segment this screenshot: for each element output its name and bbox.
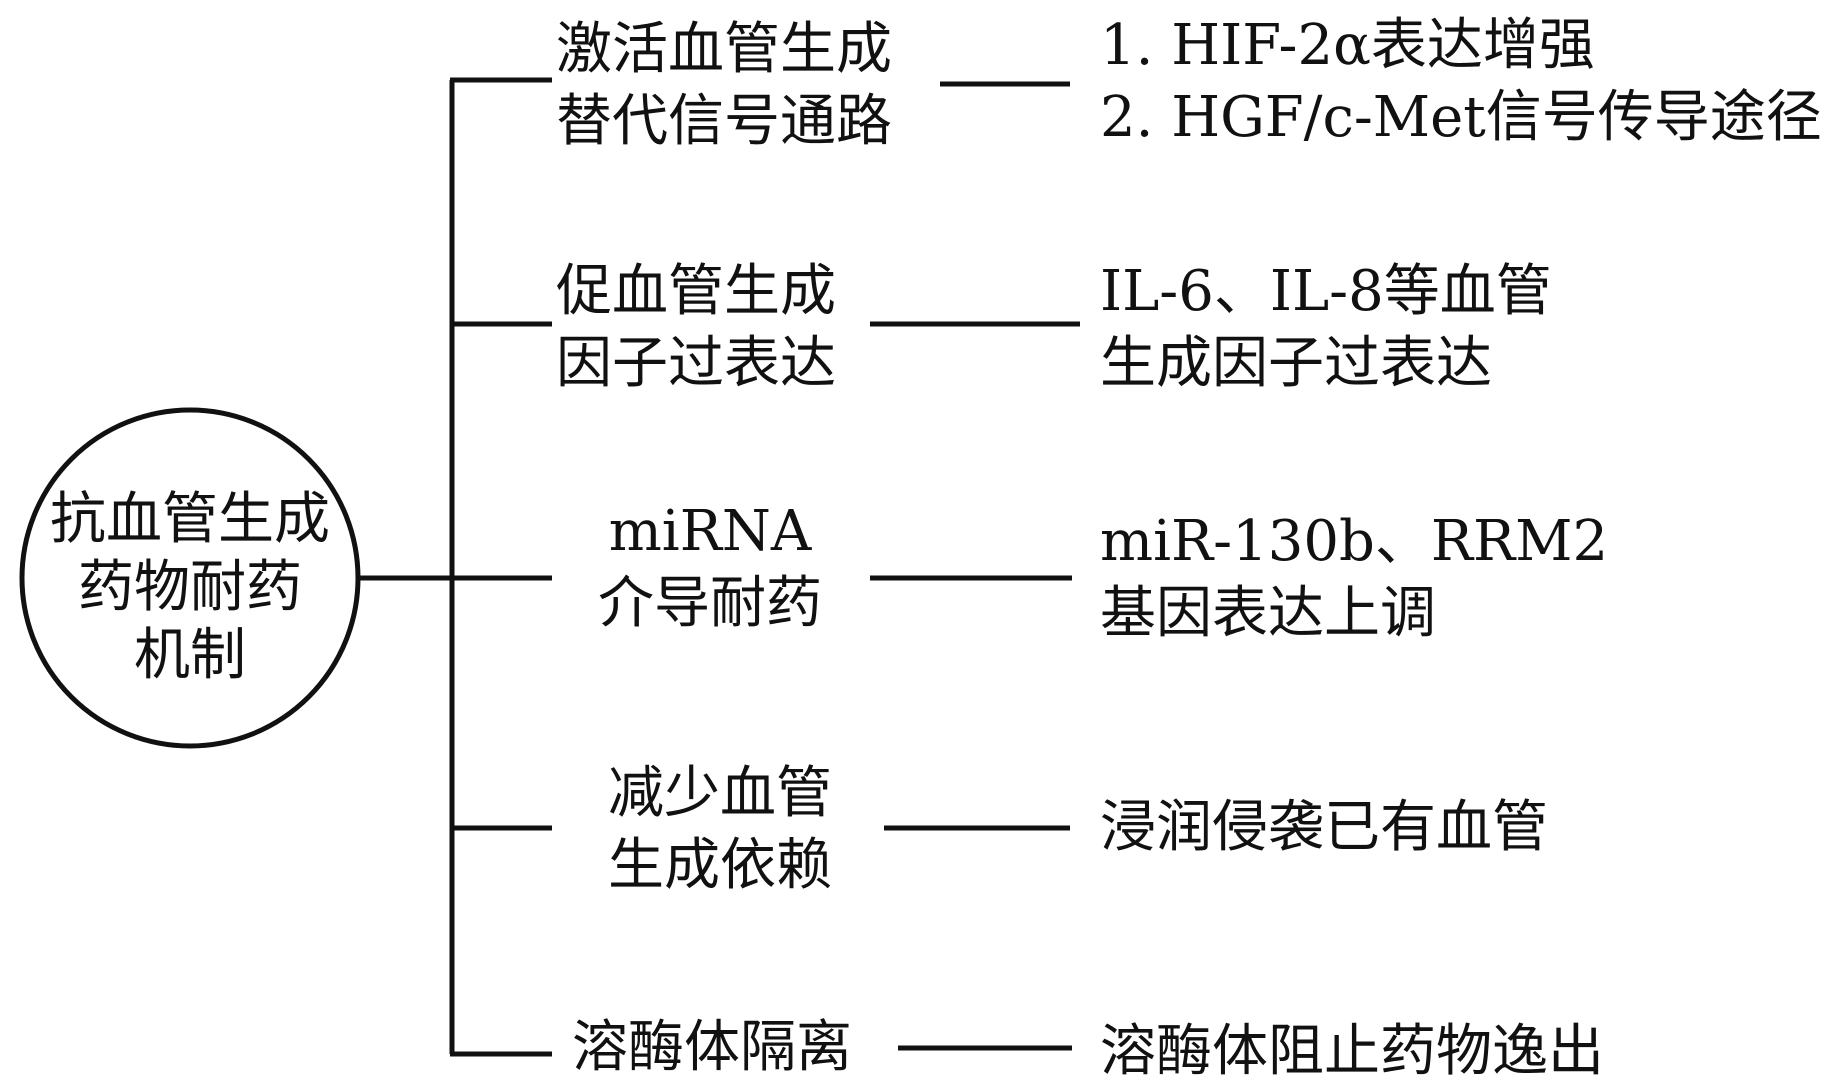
mechanism-node-3: miRNA 介导耐药 (560, 496, 860, 640)
detail-1-line-1: 1. HIF-2α表达增强 (1100, 13, 1595, 78)
detail-node-4: 浸润侵袭已有血管 (1100, 792, 1548, 864)
detail-1-line-2: 2. HGF/c-Met信号传导途径 (1100, 85, 1822, 150)
mechanism-1-line-2: 替代信号通路 (556, 89, 892, 154)
detail-5-line-1: 溶酶体阻止药物逸出 (1100, 1019, 1604, 1084)
detail-node-1: 1. HIF-2α表达增强 2. HGF/c-Met信号传导途径 (1100, 10, 1822, 154)
mechanism-node-5: 溶酶体隔离 (572, 1012, 852, 1084)
detail-2-line-2: 生成因子过表达 (1100, 331, 1492, 396)
detail-node-3: miR-130b、RRM2 基因表达上调 (1100, 506, 1608, 650)
detail-2-line-1: IL-6、IL-8等血管 (1100, 259, 1552, 324)
mechanism-5-line-1: 溶酶体隔离 (572, 1015, 852, 1080)
detail-3-line-1: miR-130b、RRM2 (1100, 509, 1609, 574)
root-line-3: 机制 (134, 623, 246, 688)
root-line-2: 药物耐药 (78, 555, 302, 620)
mechanism-1-line-1: 激活血管生成 (556, 17, 892, 82)
mechanism-3-line-2: 介导耐药 (598, 571, 822, 636)
mechanism-2-line-1: 促血管生成 (556, 259, 836, 324)
detail-3-line-2: 基因表达上调 (1100, 581, 1436, 646)
detail-node-2: IL-6、IL-8等血管 生成因子过表达 (1100, 256, 1552, 400)
root-node-label: 抗血管生成 药物耐药 机制 (20, 486, 360, 690)
mechanism-2-line-2: 因子过表达 (556, 331, 836, 396)
detail-node-5: 溶酶体阻止药物逸出 (1100, 1016, 1604, 1088)
mechanism-4-line-2: 生成依赖 (608, 833, 832, 898)
detail-4-line-1: 浸润侵袭已有血管 (1100, 795, 1548, 860)
mechanism-4-line-1: 减少血管 (608, 761, 832, 826)
mechanism-3-line-1: miRNA (608, 499, 812, 564)
mechanism-node-1: 激活血管生成 替代信号通路 (556, 14, 892, 158)
mechanism-node-2: 促血管生成 因子过表达 (556, 256, 836, 400)
mechanism-node-4: 减少血管 生成依赖 (560, 758, 880, 902)
root-line-1: 抗血管生成 (50, 487, 330, 552)
